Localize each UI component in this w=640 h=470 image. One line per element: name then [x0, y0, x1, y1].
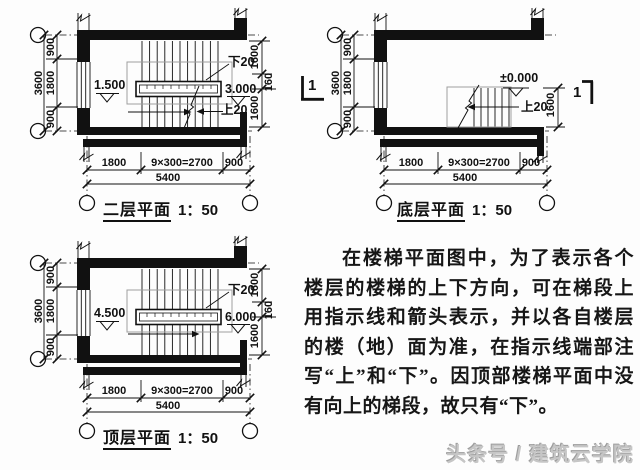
ground-floor-plan-drawing — [301, 0, 594, 228]
second-floor-plan-drawing — [0, 0, 320, 228]
dim-bottom-seg: 9×300=2700 — [151, 385, 213, 397]
plan-scale: 1：50 — [472, 202, 513, 219]
dim-left-seg: 1800 — [45, 70, 57, 96]
dim-left-seg: 900 — [45, 265, 57, 285]
dim-left-seg: 900 — [45, 337, 57, 357]
dim-bottom-seg: 1800 — [101, 157, 127, 169]
dim-left-total: 3600 — [33, 70, 45, 96]
plan-title: 底层平面 1：50 — [397, 196, 513, 222]
elevation-label: 3.000 — [225, 82, 257, 96]
dim-bottom-total: 5400 — [155, 172, 181, 184]
dim-bottom-total: 5400 — [155, 400, 181, 412]
dim-left-seg: 900 — [45, 37, 57, 57]
dim-bottom-seg: 1800 — [101, 385, 127, 397]
label-up-20: 上20 — [521, 100, 548, 114]
plan-title-text: 底层平面 — [397, 202, 466, 222]
elevation-label: 6.000 — [225, 310, 257, 324]
dim-left-seg: 900 — [45, 109, 57, 129]
section-mark-number: 1 — [573, 84, 582, 101]
plan-title-text: 顶层平面 — [103, 430, 172, 450]
explanation-text: 在楼梯平面图中，为了表示各个楼层的楼梯的上下方向，可在梯段上用指示线和箭头表示，… — [304, 248, 634, 417]
top-floor-plan-drawing — [0, 228, 320, 456]
dim-bottom-total: 5400 — [452, 172, 478, 184]
dim-bottom-seg: 9×300=2700 — [151, 157, 213, 169]
dim-bottom-seg: 900 — [521, 157, 541, 169]
elevation-label: ±0.000 — [500, 71, 539, 85]
dim-bottom-seg: 9×300=2700 — [448, 157, 510, 169]
elevation-label: 4.500 — [94, 306, 126, 320]
plan-title: 顶层平面 1：50 — [103, 424, 219, 450]
elevation-label: 1.500 — [94, 78, 126, 92]
dim-bottom-seg: 900 — [224, 385, 244, 397]
dim-left-seg: 1800 — [342, 70, 354, 96]
dim-left-total: 3600 — [33, 298, 45, 324]
watermark: 头条号 / 建筑云学院 — [446, 444, 634, 466]
plan-scale: 1：50 — [178, 202, 219, 219]
dim-left-total: 3600 — [330, 70, 342, 96]
dim-left-seg: 1800 — [45, 298, 57, 324]
dim-left-seg: 900 — [342, 37, 354, 57]
dim-right-seg: 160 — [263, 72, 275, 92]
top-floor-plan: 3600 900 1800 900 1600 160 1600 1800 9×3… — [0, 228, 320, 463]
plan-title-text: 二层平面 — [103, 202, 172, 222]
dim-right-seg: 160 — [263, 300, 275, 320]
dim-left-seg: 900 — [342, 109, 354, 129]
explanation-paragraph: 在楼梯平面图中，为了表示各个楼层的楼梯的上下方向，可在梯段上用指示线和箭头表示，… — [304, 244, 634, 426]
plan-title: 二层平面 1：50 — [103, 196, 219, 222]
second-floor-plan: 3600 900 1800 900 1600 160 1600 1800 9×3… — [0, 0, 320, 228]
label-down-20: 下20 — [228, 283, 255, 297]
dim-bottom-seg: 1800 — [398, 157, 424, 169]
ground-floor-plan: 3600 900 1800 900 1600 1800 9×300=2700 9… — [297, 0, 640, 228]
section-mark-number: 1 — [308, 77, 317, 94]
plan-scale: 1：50 — [178, 430, 219, 447]
dim-bottom-seg: 900 — [224, 157, 244, 169]
label-up-20: 上20 — [221, 103, 248, 117]
label-down-20: 下20 — [228, 55, 255, 69]
